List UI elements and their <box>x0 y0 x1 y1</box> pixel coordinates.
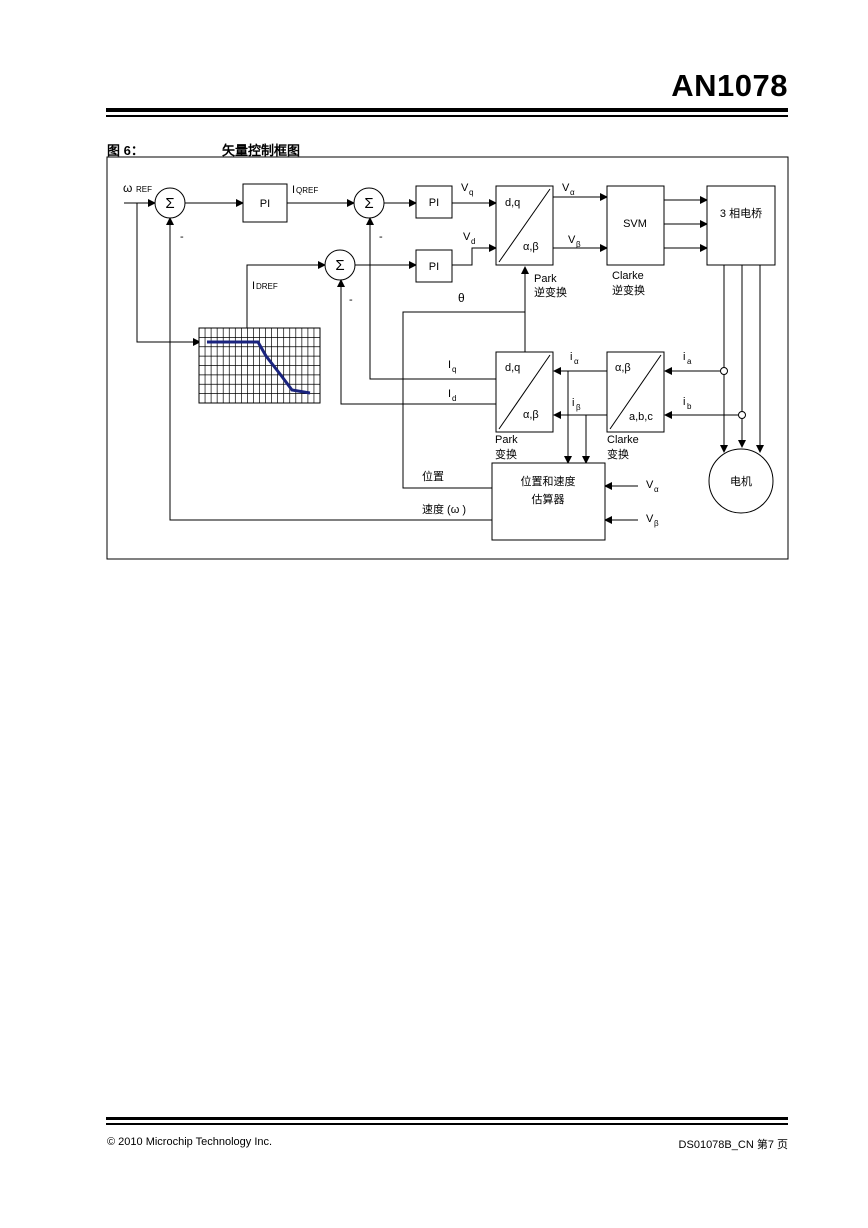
estimator-valpha-label: V <box>646 479 654 491</box>
park-label-1: Park <box>495 434 518 446</box>
sum-junction-speed <box>154 187 186 219</box>
sum-symbol-speed: Σ <box>165 195 174 212</box>
svm-label: SVM <box>623 218 647 230</box>
inverse-park-label-1: Park <box>534 273 557 285</box>
ibeta-sub: β <box>576 403 581 412</box>
ia-label: i <box>683 351 685 363</box>
pi-iq-block <box>415 185 453 219</box>
id-sub: d <box>452 394 456 403</box>
idref-label: I <box>252 280 255 292</box>
vd-sub: d <box>471 237 475 246</box>
omega-ref-label: ω <box>123 181 132 195</box>
pi-speed-label: PI <box>260 198 270 210</box>
pi-id-block <box>415 249 453 283</box>
header-rule-thin <box>106 115 788 117</box>
estimator-label-1: 位置和速度 <box>521 474 576 488</box>
sum-junction-id <box>324 249 356 281</box>
footer-copyright: © 2010 Microchip Technology Inc. <box>107 1136 273 1148</box>
inverse-clarke-label-1: Clarke <box>612 270 644 282</box>
theta-label: θ <box>458 291 465 305</box>
inverse-park-label-2: 逆变换 <box>534 285 567 299</box>
footer-rule-thin <box>106 1123 788 1125</box>
motor-circle <box>708 448 774 514</box>
valpha-sub: α <box>570 188 575 197</box>
ialpha-sub: α <box>574 357 579 366</box>
idref-sub: DREF <box>256 282 278 291</box>
figure-title: 矢量控制框图 <box>222 143 301 158</box>
motor-label: 电机 <box>730 474 752 488</box>
vbeta-sub: β <box>576 240 581 249</box>
speed-label: 速度 (ω ) <box>422 502 466 516</box>
ia-sub: a <box>687 357 692 366</box>
speed-profile-graph <box>198 327 321 404</box>
ib-label: i <box>683 396 685 408</box>
header-rule-thick <box>106 108 788 112</box>
pi-id-label: PI <box>429 261 439 273</box>
ia-tap-node <box>720 367 728 375</box>
footer-rule-thick <box>106 1117 788 1120</box>
omega-ref-sub: REF <box>136 185 152 194</box>
iq-label: I <box>448 359 451 371</box>
ib-tap-node <box>738 411 746 419</box>
pi-iq-label: PI <box>429 197 439 209</box>
position-label: 位置 <box>422 469 444 483</box>
ialpha-label: i <box>570 351 572 363</box>
iq-sub: q <box>452 365 456 374</box>
profile-curve <box>207 340 311 395</box>
estimator-label-2: 估算器 <box>532 492 565 506</box>
clarke-label-2: 变换 <box>607 447 629 461</box>
vq-sub: q <box>469 188 473 197</box>
sum-junction-iq <box>353 187 385 219</box>
inverse-clarke-label-2: 逆变换 <box>612 283 645 297</box>
pi-speed-block <box>242 183 288 223</box>
park-label-2: 变换 <box>495 447 517 461</box>
clarke-label-1: Clarke <box>607 434 639 446</box>
three-phase-bridge-block <box>706 185 776 266</box>
minus-speed: - <box>180 231 184 243</box>
sum-symbol-id: Σ <box>335 257 344 274</box>
clarke-alphabeta: α,β <box>615 362 631 374</box>
estimator-block <box>491 462 606 541</box>
figure-label: 图 6： <box>107 143 144 158</box>
estimator-valpha-sub: α <box>654 485 659 494</box>
clarke-abc: a,b,c <box>629 411 653 423</box>
vbeta-label: V <box>568 234 576 246</box>
iqref-label: I <box>292 184 295 196</box>
document-id: AN1078 <box>671 68 788 103</box>
sum-symbol-iq: Σ <box>364 195 373 212</box>
estimator-vbeta-label: V <box>646 513 654 525</box>
ib-sub: b <box>687 402 692 411</box>
park-alphabeta: α,β <box>523 409 539 421</box>
id-label: I <box>448 388 451 400</box>
figure-frame <box>106 156 789 560</box>
vd-label: V <box>463 231 471 243</box>
park-dq: d,q <box>505 362 520 374</box>
footer-doc-number: DS01078B_CN 第7 页 <box>678 1139 788 1151</box>
iqref-sub: QREF <box>296 186 318 195</box>
ibeta-label: i <box>572 397 574 409</box>
minus-id: - <box>349 294 353 306</box>
inverse-park-alphabeta: α,β <box>523 241 539 253</box>
estimator-vbeta-sub: β <box>654 519 659 528</box>
svm-block <box>606 185 665 266</box>
vq-label: V <box>461 182 469 194</box>
inverse-park-dq: d,q <box>505 197 520 209</box>
minus-iq: - <box>379 231 383 243</box>
three-phase-bridge-label: 3 相电桥 <box>720 207 762 220</box>
valpha-label: V <box>562 182 570 194</box>
